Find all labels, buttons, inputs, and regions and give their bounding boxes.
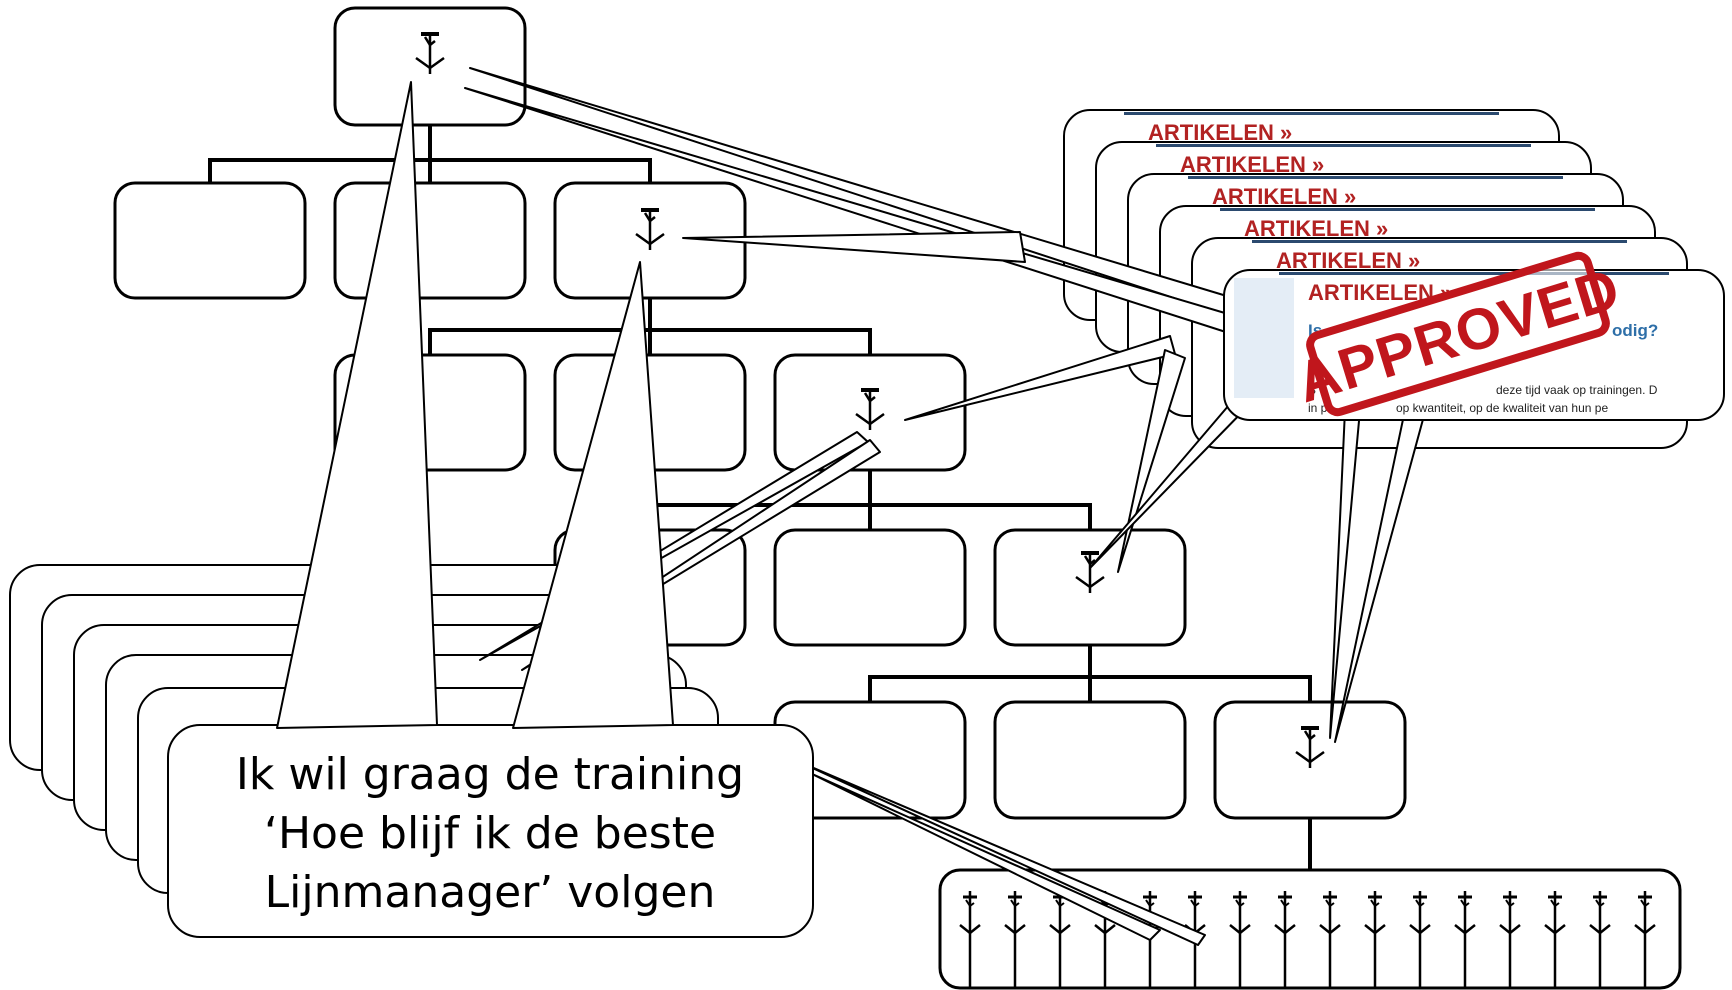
speech-line-1: Ik wil graag de training — [236, 749, 744, 800]
org-box — [113, 181, 307, 300]
article-card-label: ARTIKELEN » — [1180, 152, 1324, 177]
org-connectors — [208, 125, 1312, 870]
speech-line-2: ‘Hoe blijf ik de beste — [264, 808, 716, 859]
org-boxes — [113, 6, 1682, 990]
article-body-right-1: deze tijd vaak op trainingen. D — [1496, 383, 1658, 397]
speech-bubble: Ik wil graag de training ‘Hoe blijf ik d… — [167, 724, 814, 938]
org-box — [993, 700, 1187, 820]
org-box — [773, 528, 967, 647]
article-card: ARTIKELEN » Is odig? B deze tijd vaak op… — [1223, 251, 1725, 421]
article-card-label: ARTIKELEN » — [1244, 216, 1388, 241]
article-body-left-1: B — [1308, 383, 1316, 397]
article-card-label: ARTIKELEN » — [1212, 184, 1356, 209]
speech-callouts — [276, 81, 674, 729]
org-box — [333, 181, 527, 300]
article-body-right-2: op kwantiteit, op de kwaliteit van hun p… — [1396, 401, 1608, 415]
article-card-label: ARTIKELEN » — [1276, 248, 1420, 273]
article-body-left-2: in p — [1308, 401, 1328, 415]
article-card-label: ARTIKELEN » — [1148, 120, 1292, 145]
team-box — [938, 868, 1682, 990]
speech-line-3: Lijnmanager’ volgen — [265, 867, 716, 918]
article-headline-right: odig? — [1612, 321, 1658, 340]
